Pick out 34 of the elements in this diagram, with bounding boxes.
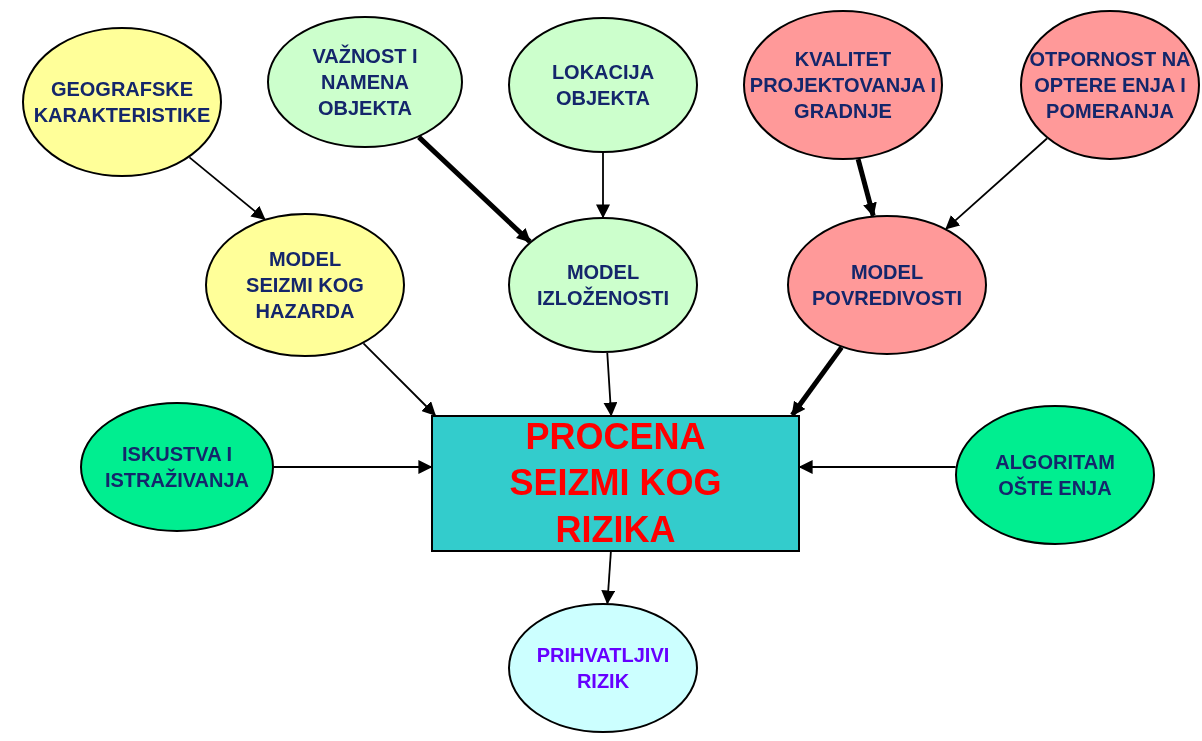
box-title: PROCENA SEIZMI KOG RIZIKA — [508, 414, 723, 552]
ellipse-node — [508, 603, 698, 733]
node-label: GEOGRAFSKE KARAKTERISTIKE — [32, 77, 212, 128]
arrow — [362, 342, 436, 416]
node-label: OTPORNOST NA OPTERE ENJA I POMERANJA — [1028, 47, 1192, 124]
ellipse-node — [267, 16, 463, 148]
node-label: ALGORITAM OŠTE ENJA — [994, 450, 1116, 501]
node-label: KVALITET PROJEKTOVANJA I GRADNJE — [748, 47, 938, 124]
arrow — [417, 135, 532, 244]
ellipse-node — [205, 213, 405, 357]
arrow — [188, 156, 266, 221]
node-label: MODEL SEIZMI KOG HAZARDA — [245, 247, 365, 324]
node-label: PRIHVATLJIVI RIZIK — [535, 643, 671, 694]
node-label: VAŽNOST I NAMENA OBJEKTA — [311, 43, 419, 121]
arrow — [855, 158, 877, 217]
ellipse-node — [743, 10, 943, 160]
arrow — [945, 137, 1048, 230]
process-box — [431, 415, 800, 552]
ellipse-node — [22, 27, 222, 177]
ellipse-node — [508, 17, 698, 153]
node-label: MODEL POVREDIVOSTI — [811, 260, 963, 311]
arrow — [603, 352, 618, 417]
ellipse-node — [1020, 10, 1200, 160]
arrow — [601, 551, 616, 605]
ellipse-node — [787, 215, 987, 355]
arrow — [273, 460, 433, 474]
arrow — [790, 345, 844, 417]
ellipse-node — [508, 217, 698, 353]
node-label: LOKACIJA OBJEKTA — [550, 60, 656, 111]
arrow — [596, 152, 610, 219]
node-label: ISKUSTVA I ISTRAŽIVANJA — [103, 442, 251, 493]
ellipse-node — [80, 402, 274, 532]
ellipse-node — [955, 405, 1155, 545]
node-label: MODEL IZLOŽENOSTI — [535, 260, 671, 311]
